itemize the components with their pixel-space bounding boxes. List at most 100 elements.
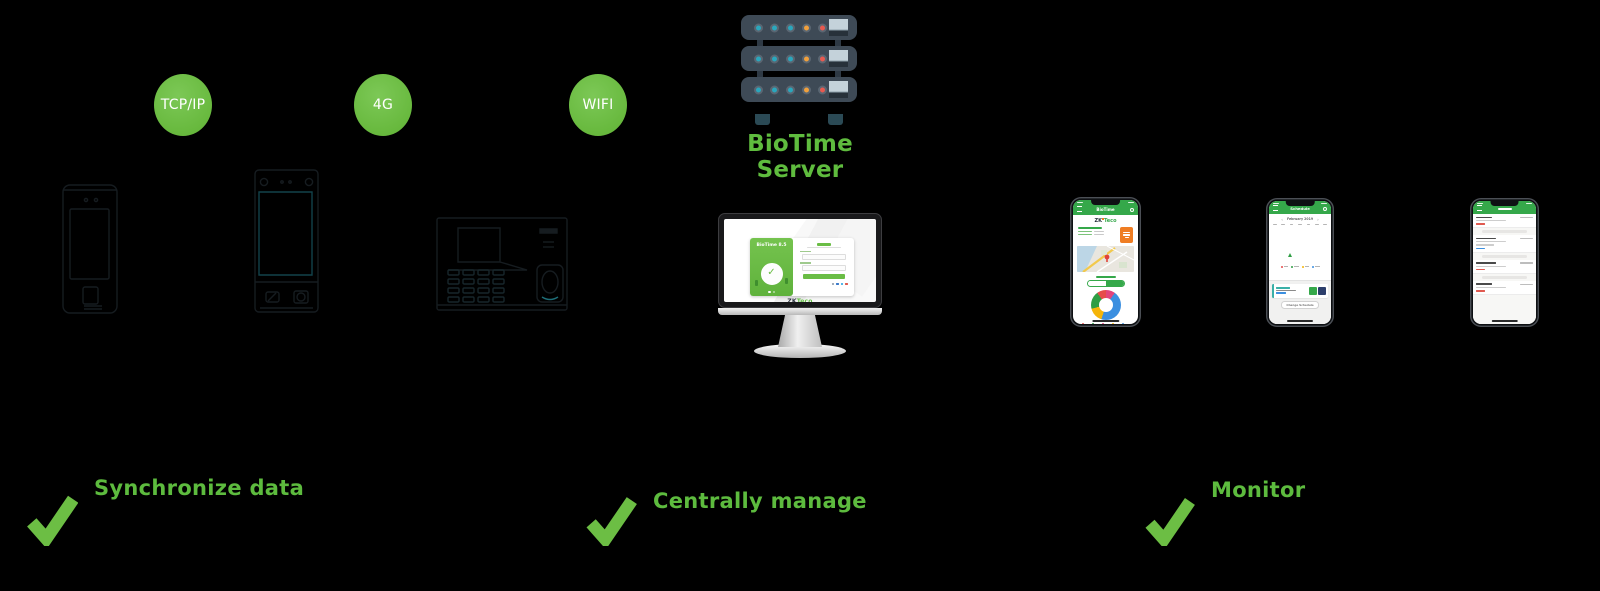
- device-lineart: [40, 160, 580, 320]
- calendar-day[interactable]: [1312, 247, 1320, 254]
- calendar-day[interactable]: [1320, 247, 1328, 254]
- calendar-day[interactable]: [1312, 233, 1320, 240]
- calendar-day[interactable]: [1320, 240, 1328, 247]
- person-illustration: [755, 280, 758, 286]
- phone-notch: [1090, 200, 1121, 205]
- calendar-day[interactable]: [1288, 247, 1296, 254]
- phone-notch: [1285, 201, 1315, 206]
- calendar-day[interactable]: [1304, 254, 1312, 261]
- server-unit: [741, 46, 857, 77]
- calendar-day[interactable]: [1272, 240, 1280, 247]
- stats-toggle[interactable]: [1086, 280, 1125, 287]
- calendar-day[interactable]: [1288, 254, 1296, 261]
- monitor-chin: [718, 308, 882, 315]
- map-view[interactable]: [1077, 246, 1134, 272]
- calendar-day[interactable]: [1280, 247, 1288, 254]
- calendar-day[interactable]: [1312, 254, 1320, 261]
- list-item[interactable]: [1473, 280, 1536, 296]
- calendar-day[interactable]: [1296, 240, 1304, 247]
- statistics-title: [1095, 275, 1116, 278]
- next-month-icon[interactable]: ›: [1317, 216, 1319, 222]
- feature-synchronize-label: Synchronize data: [94, 476, 305, 500]
- menu-icon[interactable]: [1273, 205, 1278, 211]
- calendar-day[interactable]: [1296, 226, 1304, 233]
- feature-monitor-label: Monitor: [1211, 478, 1306, 502]
- calendar-day[interactable]: [1320, 233, 1328, 240]
- list-item[interactable]: [1473, 214, 1536, 229]
- attendance-terminal-icon: [437, 218, 567, 310]
- calendar-day[interactable]: [1272, 233, 1280, 240]
- schedule-title: Schedule: [1290, 206, 1310, 211]
- calendar-day[interactable]: [1304, 233, 1312, 240]
- add-icon[interactable]: [1323, 207, 1327, 211]
- month-selector[interactable]: ‹ February 2019 ›: [1269, 217, 1331, 222]
- calendar-day[interactable]: [1296, 233, 1304, 240]
- password-label: [800, 262, 811, 264]
- calendar-day[interactable]: [1304, 226, 1312, 233]
- badge-4g-label: 4G: [372, 97, 394, 113]
- calendar-day[interactable]: [1320, 254, 1328, 261]
- username-label: [800, 250, 811, 253]
- login-subheading: [806, 247, 841, 249]
- phone-schedule: Schedule ‹ February 2019 ›: [1266, 198, 1334, 327]
- login-form-panel: [793, 238, 854, 296]
- list-item[interactable]: [1473, 235, 1536, 253]
- facial-terminal-icon: [63, 185, 117, 313]
- check-icon: [1145, 498, 1195, 546]
- calendar-day[interactable]: [1288, 240, 1296, 247]
- username-field[interactable]: [801, 253, 846, 260]
- toggle-option-left[interactable]: [1087, 281, 1106, 286]
- calendar-day[interactable]: [1280, 233, 1288, 240]
- calendar-day[interactable]: [1280, 254, 1288, 261]
- menu-icon[interactable]: [1077, 206, 1082, 212]
- home-indicator: [1286, 319, 1314, 322]
- calendar-day[interactable]: [1304, 240, 1312, 247]
- carousel-dots: [750, 290, 793, 293]
- schedule-detail-panel: Change Schedule: [1269, 280, 1331, 324]
- list-separator: [1473, 228, 1536, 235]
- calendar-day[interactable]: [1280, 240, 1288, 247]
- calendar-legend: [1269, 265, 1331, 268]
- calendar-day[interactable]: [1287, 233, 1296, 257]
- menu-icon[interactable]: [1477, 205, 1482, 211]
- prev-month-icon[interactable]: ‹: [1281, 216, 1283, 222]
- server-drive-bay: [829, 50, 848, 67]
- calendar-day[interactable]: [1312, 226, 1320, 233]
- login-button[interactable]: [802, 274, 845, 280]
- face-reader-icon: [255, 170, 318, 312]
- social-icon: [840, 282, 844, 286]
- calendar-day[interactable]: [1280, 226, 1288, 233]
- calendar-day[interactable]: [1320, 226, 1328, 233]
- calendar-day[interactable]: [1304, 247, 1312, 254]
- feature-manage-label: Centrally manage: [653, 489, 867, 513]
- login-card-brand-panel: BioTime 8.5 ✓: [750, 238, 793, 296]
- calendar-day[interactable]: [1272, 254, 1280, 261]
- social-icon: [831, 282, 835, 286]
- calendar-day[interactable]: [1288, 226, 1296, 233]
- punch-card[interactable]: [1120, 227, 1133, 243]
- calendar-day[interactable]: [1312, 240, 1320, 247]
- calendar-day[interactable]: [1272, 247, 1280, 254]
- toggle-option-right[interactable]: [1105, 281, 1124, 286]
- detail-button[interactable]: [1318, 286, 1326, 295]
- refresh-icon[interactable]: [1130, 208, 1134, 212]
- password-field[interactable]: [801, 265, 846, 272]
- server-drive-bay: [829, 81, 848, 98]
- calendar-grid[interactable]: [1269, 225, 1331, 261]
- shift-card: [1272, 283, 1328, 298]
- change-schedule-button[interactable]: Change Schedule: [1281, 300, 1319, 309]
- approvals-list[interactable]: [1473, 214, 1536, 324]
- list-item[interactable]: [1473, 259, 1536, 274]
- list-separator: [1473, 274, 1536, 281]
- calendar-day[interactable]: [1272, 226, 1280, 233]
- chart-legend: [1073, 323, 1138, 324]
- calendar-day[interactable]: [1296, 254, 1304, 261]
- accept-button[interactable]: [1308, 286, 1317, 295]
- calendar-day[interactable]: [1296, 247, 1304, 254]
- dashboard-title: BioTime: [1096, 207, 1115, 212]
- monitor-screen: BioTime 8.5 ✓: [724, 219, 876, 302]
- monitor-bezel: BioTime 8.5 ✓: [718, 213, 882, 308]
- monitor-base: [754, 344, 846, 358]
- badge-wifi-label: WIFI: [582, 97, 614, 113]
